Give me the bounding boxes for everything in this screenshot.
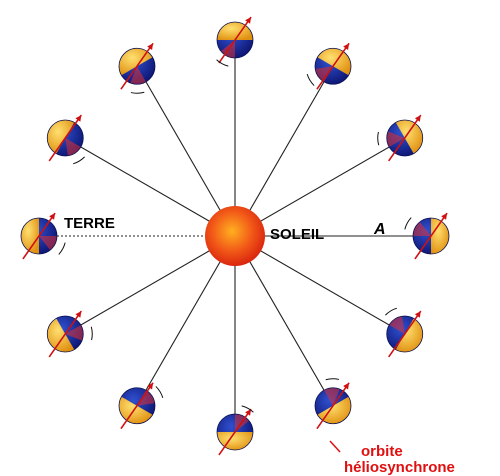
angle-arc (385, 308, 396, 315)
axis-arrowhead (147, 43, 153, 50)
angle-arc (326, 379, 339, 380)
earth-globe (315, 379, 351, 429)
label-orbite: orbite (361, 443, 403, 460)
axis-arrowhead (75, 115, 81, 122)
axis-arrowhead (245, 17, 251, 24)
earth-day-side (217, 432, 253, 450)
axis-arrowhead (343, 43, 349, 50)
label-soleil: SOLEIL (270, 226, 324, 243)
axis-arrowhead (415, 311, 421, 318)
earth-globe (385, 308, 422, 357)
sun (205, 206, 265, 266)
angle-arc (378, 132, 379, 145)
axis-arrowhead (49, 213, 55, 220)
earth-globe (47, 311, 92, 357)
axis-arrowhead (75, 311, 81, 318)
angle-arc (405, 218, 411, 230)
label-heliosynchrone: héliosynchrone (344, 459, 455, 476)
angle-arc (73, 157, 84, 164)
angle-arc (59, 243, 65, 255)
earth-globe (119, 383, 163, 429)
axis-arrowhead (441, 213, 447, 220)
angle-arc (131, 92, 144, 93)
label-terre: TERRE (64, 215, 115, 232)
earth-globe (47, 115, 84, 164)
earth-globe (307, 43, 351, 89)
angle-arc (307, 74, 314, 85)
label-angle-a: A (373, 221, 386, 238)
earth-globe (119, 43, 155, 93)
earth-globe (378, 115, 423, 161)
earth-day-side (217, 22, 253, 40)
angle-arc (156, 386, 163, 397)
angle-arc (217, 60, 229, 66)
angle-arc (91, 327, 92, 340)
orbit-label-pointer (330, 441, 340, 452)
axis-arrowhead (343, 383, 349, 390)
axis-arrowhead (415, 115, 421, 122)
